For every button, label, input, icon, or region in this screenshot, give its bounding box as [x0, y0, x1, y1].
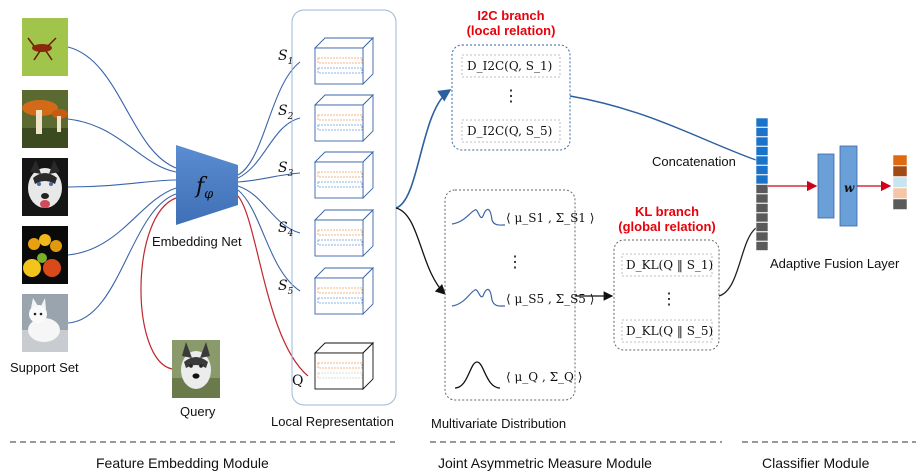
- local-representation-label: Local Representation: [271, 414, 394, 429]
- local-label-s4: S4: [278, 220, 294, 239]
- output-vector: [892, 154, 908, 210]
- concatenation-label: Concatenation: [652, 154, 736, 169]
- concat-cell: [755, 193, 769, 204]
- concat-cell: [755, 203, 769, 213]
- query-label: Query: [180, 404, 216, 419]
- distribution-entry-q: ⟨ μ_Q , Σ_Q ⟩: [506, 370, 583, 384]
- concat-cell: [755, 117, 769, 128]
- net-to-local-lines: [237, 61, 301, 292]
- concatenation-vector: [755, 117, 769, 251]
- i2c-dots: ⋮: [503, 86, 519, 105]
- module-label-feature-embedding: Feature Embedding Module: [96, 455, 269, 471]
- module-label-classifier: Classifier Module: [762, 455, 870, 471]
- feature-cube-s3: [313, 150, 375, 200]
- fusion-layer-left: [817, 153, 835, 219]
- distribution-label: Multivariate Distribution: [431, 416, 567, 431]
- kl-entry-box-5: [621, 319, 713, 343]
- local-label-s1: S1: [278, 48, 294, 67]
- dist-curve-q: [454, 361, 501, 389]
- kl-branch-box: [613, 239, 720, 351]
- concat-cell: [755, 165, 769, 175]
- i2c-branch-title: I2C branch(local relation): [466, 8, 556, 38]
- embedding-net-label: Embedding Net: [152, 234, 242, 249]
- dist-curve-s5: [451, 288, 506, 307]
- distribution-entry-s5: ⟨ μ_S5 , Σ_S5 ⟩: [506, 292, 595, 306]
- i2c-branch-box: [451, 44, 571, 151]
- fusion-weight-symbol: w: [844, 181, 855, 195]
- distribution-box: [444, 189, 576, 401]
- support-image-ant: [22, 18, 68, 76]
- concat-cell: [755, 241, 769, 251]
- feature-cube-s2: [313, 93, 375, 143]
- output-cell: [892, 187, 908, 199]
- distribution-dots: ⋮: [507, 252, 523, 271]
- output-cell: [892, 198, 908, 210]
- kl-entry-5: D_KL(Q ‖ S_5): [626, 324, 714, 338]
- local-label-s5: S5: [278, 278, 294, 297]
- kl-to-concat-line: [718, 227, 757, 297]
- feature-cubes: [313, 36, 375, 391]
- output-cell: [892, 176, 908, 188]
- local-to-distribution-arrow: [395, 207, 446, 295]
- feature-cube-s4: [313, 208, 375, 258]
- support-image-husky: [22, 158, 68, 216]
- feature-cube-q: [313, 341, 375, 391]
- local-to-i2c-arrow: [395, 89, 452, 209]
- adaptive-fusion-label: Adaptive Fusion Layer: [770, 256, 900, 271]
- net-to-query-rep-line: [237, 195, 309, 377]
- embedding-net-shape: [176, 145, 238, 225]
- module-label-joint-measure: Joint Asymmetric Measure Module: [438, 455, 652, 471]
- kl-branch-title: KL branch(global relation): [618, 204, 716, 234]
- query-image-husky: [172, 340, 220, 398]
- i2c-entry-1: D_I2C(Q, S_1): [467, 59, 553, 73]
- local-label-s2: S2: [278, 103, 294, 122]
- feature-cube-s5: [313, 266, 375, 316]
- support-image-fruit: [22, 226, 68, 284]
- concat-cell: [755, 155, 769, 166]
- local-label-q: Q: [292, 373, 304, 389]
- local-label-s3: S3: [278, 160, 294, 179]
- concat-cell: [755, 136, 769, 147]
- support-image-arctic-fox: [22, 294, 68, 352]
- i2c-to-concat-line: [569, 95, 757, 161]
- kl-entry-box-1: [621, 253, 713, 277]
- feature-cube-s1: [313, 36, 375, 86]
- concat-cell: [755, 146, 769, 156]
- support-image-mushroom: [22, 90, 68, 148]
- support-to-net-lines: [67, 46, 177, 324]
- i2c-entry-5: D_I2C(Q, S_5): [467, 124, 553, 138]
- i2c-entry-box-1: [461, 54, 561, 78]
- kl-dots: ⋮: [661, 289, 677, 308]
- concat-cell: [755, 127, 769, 137]
- dist-curve-s1: [451, 208, 506, 226]
- output-cell: [892, 154, 908, 166]
- i2c-entry-box-5: [461, 119, 561, 143]
- concat-cell: [755, 222, 769, 232]
- kl-entry-1: D_KL(Q ‖ S_1): [626, 258, 714, 272]
- concat-cell: [755, 212, 769, 223]
- support-set-label: Support Set: [10, 360, 79, 375]
- query-to-net-line: [140, 197, 177, 370]
- concat-cell: [755, 174, 769, 185]
- distribution-entry-s1: ⟨ μ_S1 , Σ_S1 ⟩: [506, 211, 595, 225]
- output-cell: [892, 165, 908, 177]
- concat-cell: [755, 184, 769, 194]
- concat-cell: [755, 231, 769, 242]
